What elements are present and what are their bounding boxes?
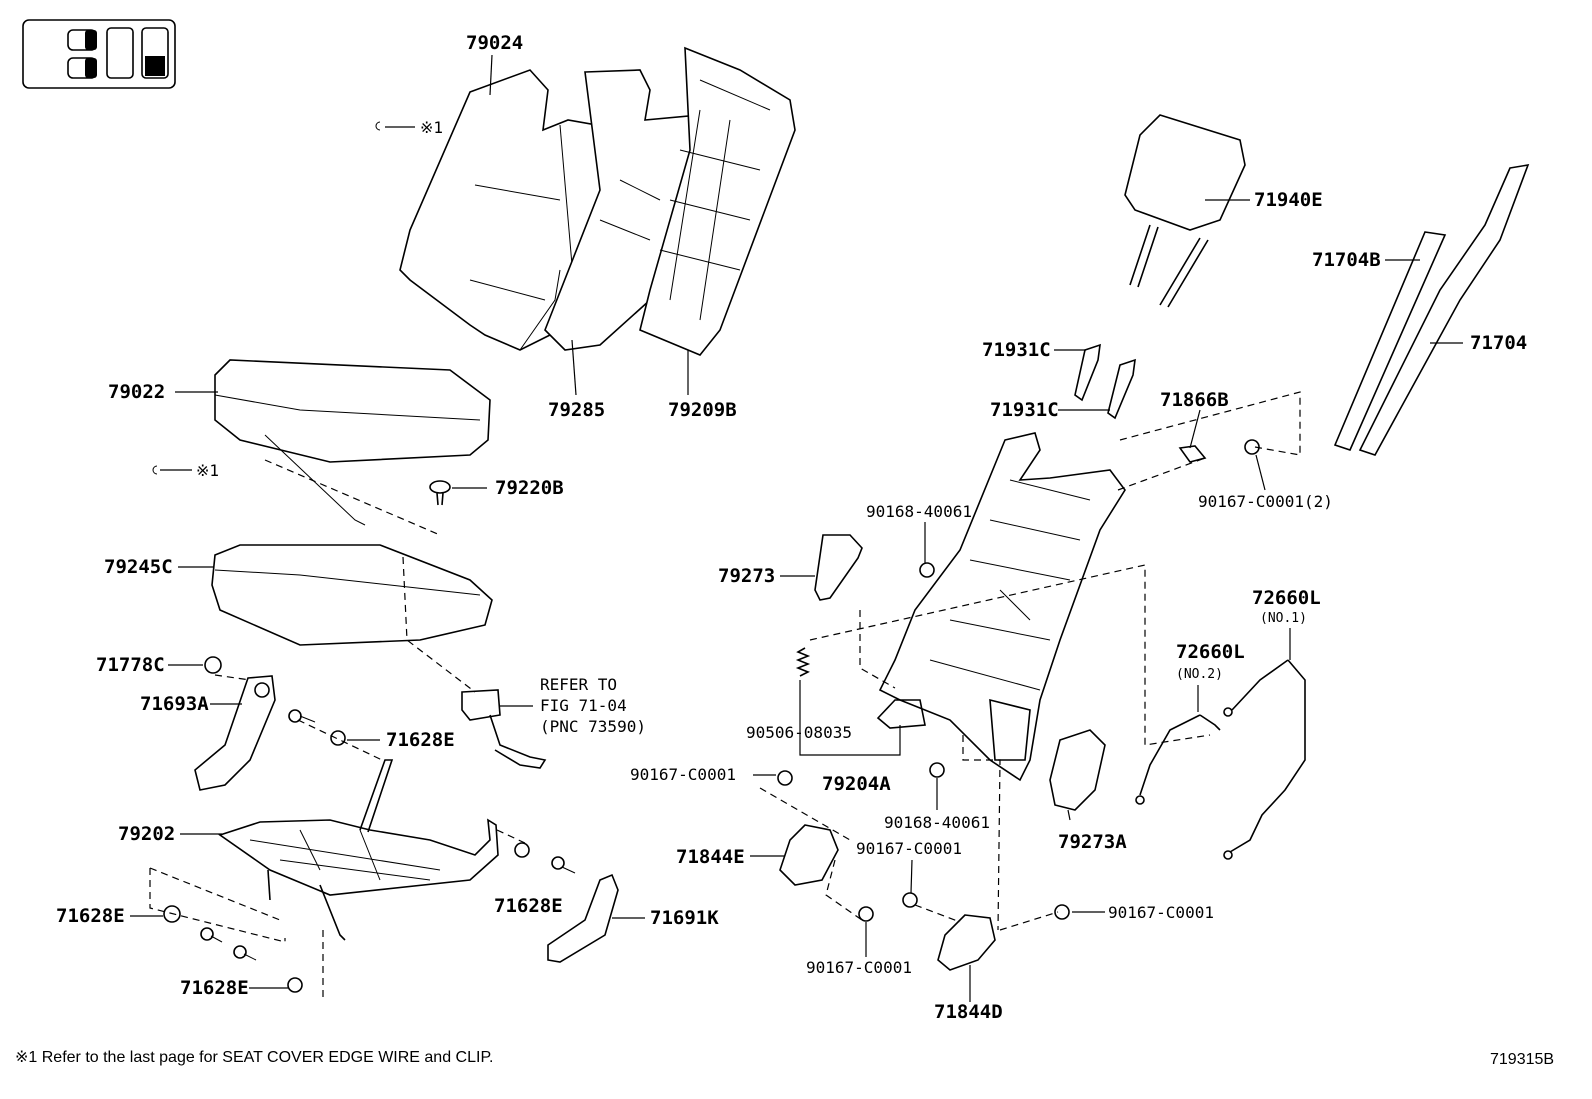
clip-79220B <box>429 480 451 506</box>
label-79285: 79285 <box>548 399 605 421</box>
label-90506-08035: 90506-08035 <box>746 723 852 742</box>
label-71628E-b: 71628E <box>494 895 563 917</box>
label-90168-40061-b: 90168-40061 <box>884 813 990 832</box>
label-71931C-b: 71931C <box>990 399 1059 421</box>
label-79202: 79202 <box>118 823 175 845</box>
label-71704: 71704 <box>1470 332 1527 354</box>
label-71931C-a: 71931C <box>982 339 1051 361</box>
label-90167-C0001-2: 90167-C0001(2) <box>1198 492 1333 511</box>
cap-71778C <box>204 656 222 674</box>
label-79209B: 79209B <box>668 399 737 421</box>
label-71844D: 71844D <box>934 1001 1003 1023</box>
label-79024: 79024 <box>466 32 523 54</box>
fasteners-right <box>777 562 1070 922</box>
label-refer-fig: FIG 71-04 <box>540 696 627 715</box>
belt-bracket-refer <box>461 689 547 769</box>
label-71940E: 71940E <box>1254 189 1323 211</box>
cushion-frame-79202 <box>218 759 499 941</box>
side-trim-71704B <box>1333 231 1447 451</box>
cover-79273 <box>814 534 863 601</box>
cover-79273A <box>1049 729 1106 811</box>
label-79245C: 79245C <box>104 556 173 578</box>
seatback-frame-79204A <box>876 432 1126 782</box>
label-refer-pnc: (PNC 73590) <box>540 717 646 736</box>
spring-90506-08035 <box>795 647 811 677</box>
label-90167-C0001-c: 90167-C0001 <box>806 958 912 977</box>
cover-71844E <box>779 824 839 886</box>
footnote: ※1 Refer to the last page for SEAT COVER… <box>15 1049 494 1066</box>
headrest-71940E <box>1124 114 1246 308</box>
figure-id: 719315B <box>1490 1051 1554 1068</box>
label-71844E: 71844E <box>676 846 745 868</box>
seat-cushion-cover-79022 <box>214 359 491 526</box>
label-72660L-1: 72660L <box>1252 587 1321 609</box>
label-79022: 79022 <box>108 381 165 403</box>
label-79220B: 79220B <box>495 477 564 499</box>
cable-72660L-no2 <box>1135 714 1221 805</box>
label-71704B: 71704B <box>1312 249 1381 271</box>
seatback-frame-79209B <box>639 46 796 356</box>
label-90168-40061-a: 90168-40061 <box>866 502 972 521</box>
fasteners-left <box>163 709 576 993</box>
label-90167-C0001-d: 90167-C0001 <box>1108 903 1214 922</box>
label-79204A: 79204A <box>822 773 891 795</box>
edge-wire-mark-1 <box>375 121 381 131</box>
label-79273: 79273 <box>718 565 775 587</box>
label-71628E-d: 71628E <box>180 977 249 999</box>
leader-lines <box>130 54 1463 1002</box>
label-71691K: 71691K <box>650 907 719 929</box>
bracket-71693A <box>194 675 276 791</box>
seat-locator-icon <box>22 19 176 89</box>
label-71866B: 71866B <box>1160 389 1229 411</box>
label-71778C: 71778C <box>96 654 165 676</box>
label-71628E-a: 71628E <box>386 729 455 751</box>
label-72660L-1-sub: (NO.1) <box>1260 611 1307 626</box>
side-trim-71704 <box>1358 163 1530 456</box>
headrest-guides-71931C <box>1074 343 1136 420</box>
seat-cushion-pad-79245C <box>211 544 493 646</box>
edge-wire-mark-2 <box>152 465 158 475</box>
cover-71844D <box>937 914 996 971</box>
label-90167-C0001-a: 90167-C0001 <box>630 765 736 784</box>
label-90167-C0001-b: 90167-C0001 <box>856 839 962 858</box>
label-79273A: 79273A <box>1058 831 1127 853</box>
label-ref-mark-2: ※1 <box>196 461 219 480</box>
assembly-dashed-lines <box>149 391 1301 1000</box>
cover-71691K <box>547 873 619 963</box>
label-refer-to: REFER TO <box>540 675 617 694</box>
label-71628E-c: 71628E <box>56 905 125 927</box>
label-ref-mark-1: ※1 <box>420 118 443 137</box>
cable-72660L-no1 <box>1223 659 1306 860</box>
label-72660L-2-sub: (NO.2) <box>1176 667 1223 682</box>
label-71693A: 71693A <box>140 693 209 715</box>
label-72660L-2: 72660L <box>1176 641 1245 663</box>
